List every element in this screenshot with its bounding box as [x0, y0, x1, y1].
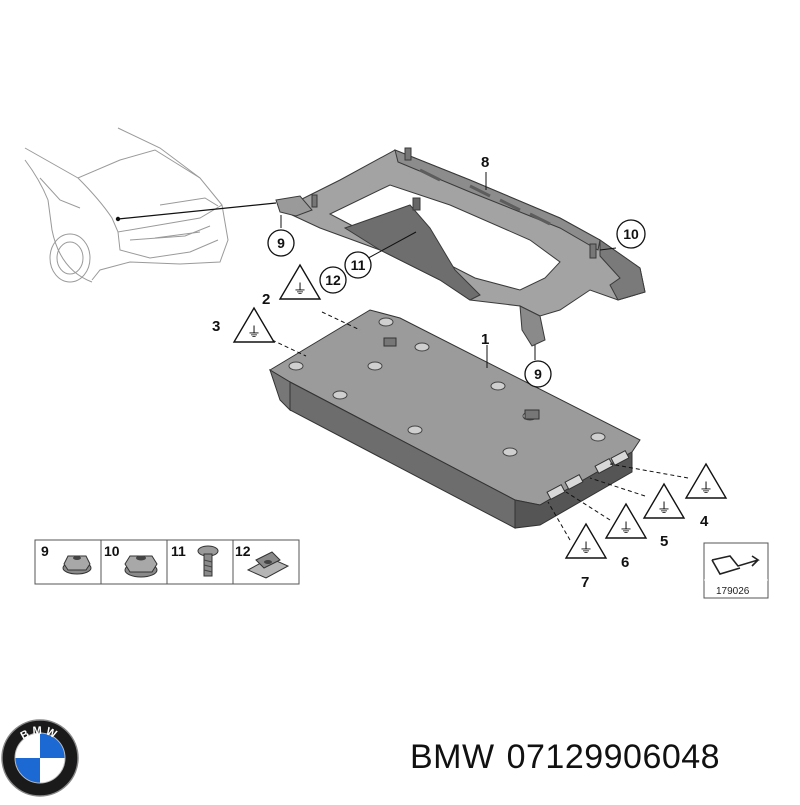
circled-callouts: 9 9 10 11 12: [267, 219, 646, 388]
panel-label-11: 11: [171, 543, 186, 559]
direction-arrow-icon: [711, 555, 760, 575]
svg-text:⏚: ⏚: [247, 325, 261, 341]
callout-9-right: 9: [534, 366, 542, 382]
leader-car-to-bracket: [117, 202, 277, 220]
callout-11: 11: [351, 257, 366, 273]
module-unit: [269, 309, 641, 529]
callout-circle-10: [616, 219, 646, 249]
callout-4: 4: [700, 513, 709, 530]
callout-circle-12: [319, 266, 347, 294]
plug-warning-icon: ⏚: [564, 522, 608, 559]
part-number: 07129906048: [506, 738, 721, 776]
callout-12: 12: [325, 272, 341, 288]
brand-name: BMW: [410, 738, 495, 776]
plug-warning-icon: ⏚: [642, 482, 686, 519]
svg-text:⏚: ⏚: [699, 481, 713, 497]
panel-label-9: 9: [41, 543, 49, 559]
clip-nut-icon: [246, 551, 290, 579]
panel-label-12: 12: [235, 543, 251, 559]
callout-circle-9-left: [267, 229, 295, 257]
callout-circle-11: [344, 251, 372, 279]
bracket-part: [275, 147, 646, 347]
callout-9-left: 9: [277, 235, 285, 251]
part-title: BMW 07129906048: [410, 738, 732, 777]
callout-6: 6: [621, 554, 629, 571]
callout-8: 8: [481, 154, 489, 171]
svg-text:⏚: ⏚: [579, 541, 593, 557]
logo-letters: BMW: [19, 725, 59, 743]
warning-triangles: ⏚ ⏚ ⏚ ⏚ ⏚ ⏚: [232, 263, 728, 559]
callout-10: 10: [623, 226, 639, 242]
callout-7: 7: [581, 574, 589, 591]
plug-warning-icon: ⏚: [232, 306, 276, 343]
reference-number: 179026: [716, 586, 750, 597]
hex-nut-icon: [124, 555, 158, 578]
flange-nut-icon: [62, 555, 92, 575]
parts-panel: 9 10 11 12: [34, 539, 300, 585]
callout-circle-9-right: [524, 360, 552, 388]
leader-dot: [115, 216, 121, 222]
svg-text:⏚: ⏚: [293, 282, 307, 298]
svg-text:BMW: BMW: [19, 725, 62, 743]
callout-3: 3: [212, 318, 220, 335]
callout-1: 1: [481, 331, 489, 348]
svg-text:⏚: ⏚: [657, 501, 671, 517]
bmw-logo: BMW: [1, 719, 79, 797]
bolt-icon: [197, 545, 219, 577]
callout-5: 5: [660, 533, 668, 550]
svg-text:⏚: ⏚: [619, 521, 633, 537]
plug-warning-icon: ⏚: [278, 263, 322, 300]
plug-warning-icon: ⏚: [684, 462, 728, 499]
callout-labels: 1 2 3 4 5 6 7 8: [212, 154, 709, 591]
reference-box: 179026: [703, 542, 769, 599]
leader-lines: [271, 172, 689, 541]
panel-label-10: 10: [104, 543, 120, 559]
callout-2: 2: [262, 291, 270, 308]
plug-warning-icon: ⏚: [604, 502, 648, 539]
car-outline: [24, 127, 229, 283]
